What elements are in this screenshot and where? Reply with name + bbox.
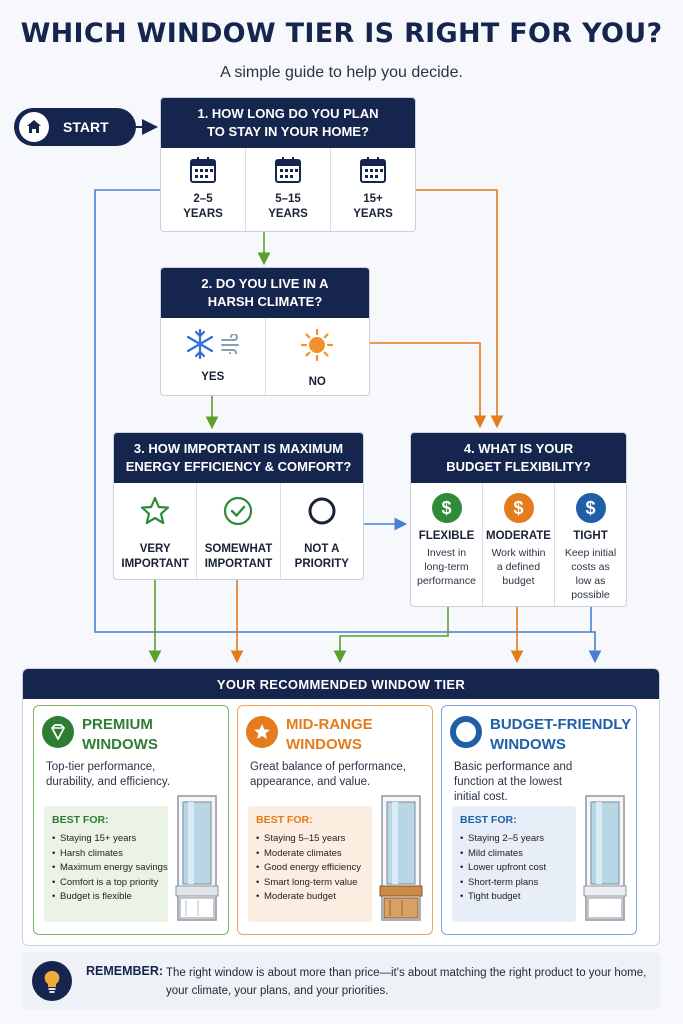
diamond-icon bbox=[42, 716, 74, 748]
best-for-box: BEST FOR: Staying 15+ years Harsh climat… bbox=[44, 806, 168, 922]
page-subtitle: A simple guide to help you decide. bbox=[220, 64, 463, 81]
dollar-icon: $ bbox=[431, 493, 462, 523]
remember-banner: REMEMBER: The right window is about more… bbox=[22, 952, 660, 1010]
list-item: Maximum energy savings bbox=[52, 861, 168, 876]
list-item: Smart long-term value bbox=[256, 876, 364, 891]
best-for-box: BEST FOR: Staying 5–15 years Moderate cl… bbox=[248, 806, 372, 922]
circle-icon bbox=[306, 495, 338, 532]
tier-description: Top-tier performance,durability, and eff… bbox=[46, 761, 171, 788]
list-item: Good energy efficiency bbox=[256, 861, 364, 876]
ring-icon bbox=[450, 716, 482, 748]
dollar-icon: $ bbox=[503, 493, 534, 523]
list-item: Staying 2–5 years bbox=[460, 832, 568, 847]
list-item: Tight budget bbox=[460, 890, 568, 905]
window-illustration bbox=[175, 795, 219, 921]
q2-option-no[interactable]: NO bbox=[266, 318, 370, 395]
q1-option-15-plus-years[interactable]: 15+YEARS bbox=[331, 148, 415, 231]
check-circle-icon bbox=[222, 495, 254, 532]
calendar-icon bbox=[189, 156, 217, 184]
window-illustration bbox=[583, 795, 627, 921]
list-item: Harsh climates bbox=[52, 847, 160, 862]
snowflake-wind-icon bbox=[184, 328, 242, 360]
star-icon bbox=[139, 495, 171, 532]
calendar-icon bbox=[359, 156, 387, 184]
lightbulb-icon bbox=[32, 961, 72, 1001]
page-title: WHICH WINDOW TIER IS RIGHT FOR YOU? bbox=[20, 18, 663, 49]
remember-label: REMEMBER: bbox=[86, 964, 164, 978]
start-pill: START bbox=[14, 108, 136, 146]
list-item: Moderate climates bbox=[256, 847, 364, 862]
list-item: Lower upfront cost bbox=[460, 861, 568, 876]
recommended-tier-heading: YOUR RECOMMENDED WINDOW TIER bbox=[23, 669, 659, 699]
list-item: Staying 15+ years bbox=[52, 832, 160, 847]
dollar-icon: $ bbox=[575, 493, 606, 523]
start-label: START bbox=[63, 119, 109, 135]
sun-icon bbox=[300, 328, 334, 367]
tier-description: Great balance of performance,appearance,… bbox=[250, 761, 406, 788]
remember-text: The right window is about more than pric… bbox=[166, 967, 647, 997]
list-item: Mild climates bbox=[460, 847, 568, 862]
calendar-icon bbox=[274, 156, 302, 184]
window-illustration bbox=[379, 795, 423, 921]
list-item: Staying 5–15 years bbox=[256, 832, 364, 847]
list-item: Budget is flexible bbox=[52, 890, 160, 905]
home-icon bbox=[19, 112, 49, 142]
q2-option-yes[interactable]: YES bbox=[161, 318, 266, 395]
list-item: Short-term plans bbox=[460, 876, 568, 891]
list-item: Comfort is a top priority bbox=[52, 876, 160, 891]
list-item: Moderate budget bbox=[256, 890, 364, 905]
best-for-box: BEST FOR: Staying 2–5 years Mild climate… bbox=[452, 806, 576, 922]
star-icon bbox=[246, 716, 278, 748]
